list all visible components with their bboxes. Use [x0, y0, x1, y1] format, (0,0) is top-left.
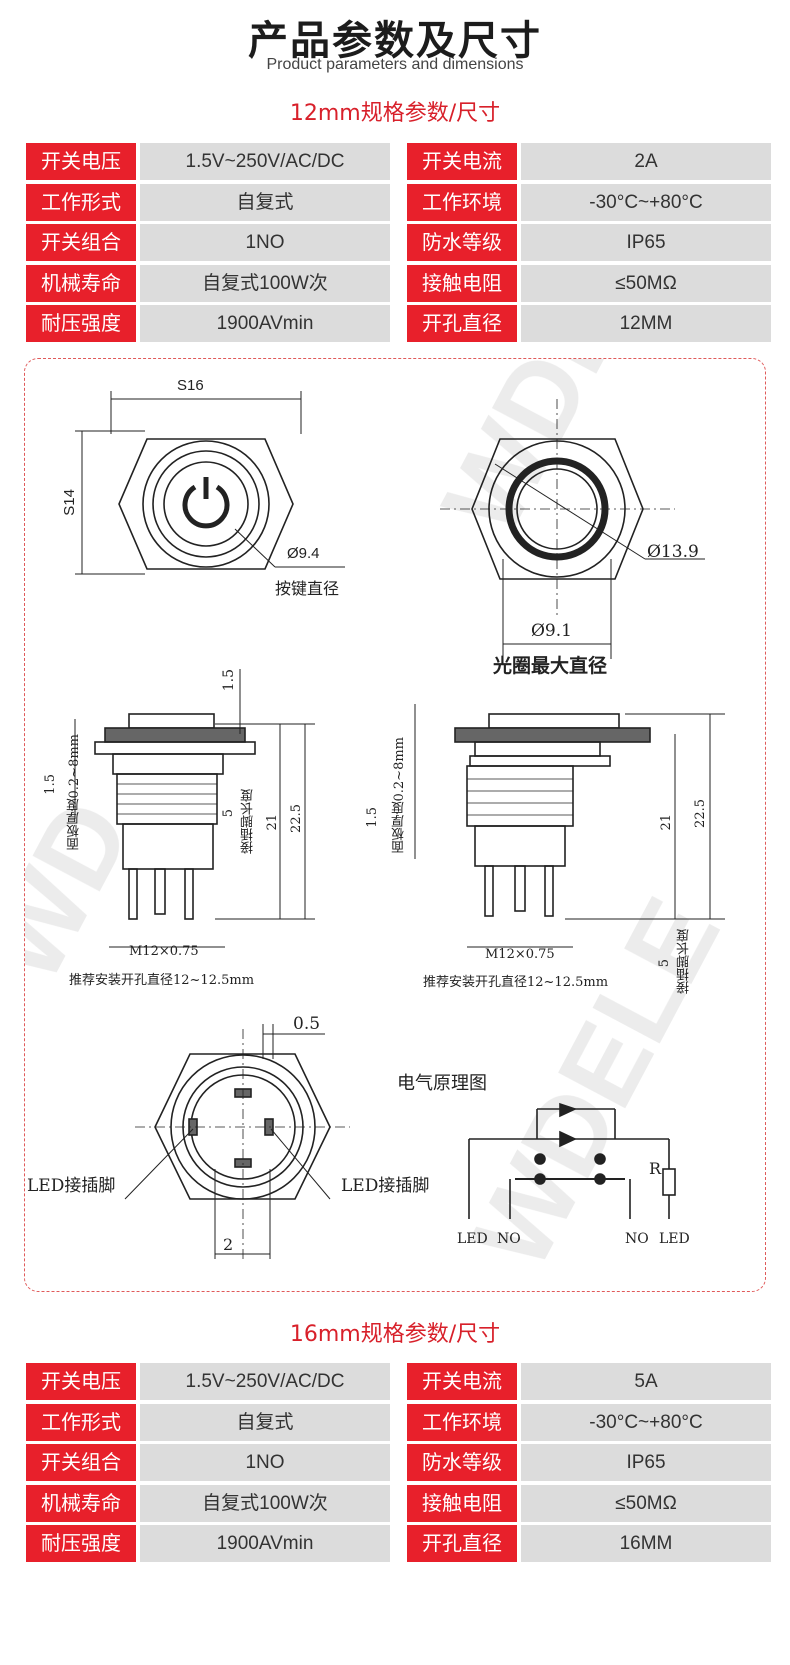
svg-text:WDE: WDE	[419, 359, 648, 553]
spec-value: 2A	[521, 143, 771, 180]
page-title: 产品参数及尺寸	[248, 18, 542, 64]
spec-value: -30°C~+80°C	[521, 1403, 771, 1441]
svg-text:WDELE: WDELE	[448, 879, 743, 1287]
label-hole-right: 推荐安装开孔直径12~12.5mm	[423, 975, 609, 990]
spec-row: 机械寿命自复式100W次接触电阻≤50MΩ	[26, 264, 771, 302]
dim-5-right: 5	[657, 959, 672, 968]
label-led-pin-left: LED接插脚	[27, 1176, 116, 1196]
spec-label: 开孔直径	[407, 305, 517, 342]
spec-value: 自复式100W次	[140, 1484, 390, 1522]
spec-label: 工作环境	[407, 183, 517, 221]
spec-value: 12MM	[521, 305, 771, 342]
spec-value: -30°C~+80°C	[521, 183, 771, 221]
dim-2: 2	[223, 1235, 234, 1254]
spec-label: 耐压强度	[26, 1525, 136, 1562]
spec-value: ≤50MΩ	[521, 1484, 771, 1522]
spec-value: 1900AVmin	[140, 1525, 390, 1562]
front-view-right	[440, 399, 705, 659]
spec-label: 防水等级	[407, 224, 517, 261]
dim-button-dia: Ø9.4	[287, 545, 320, 562]
spec-row: 机械寿命自复式100W次接触电阻≤50MΩ	[26, 1484, 771, 1522]
spec-label: 工作环境	[407, 1403, 517, 1441]
dimension-drawing: WD WDELE WDE	[24, 358, 766, 1292]
schematic-title: 电气原理图	[397, 1073, 487, 1094]
spec-label: 工作形式	[26, 1403, 136, 1441]
label-panel-left: 面板厚度0.2~8mm	[67, 734, 82, 851]
side-view-left	[74, 669, 315, 948]
spec-label: 开关组合	[26, 1444, 136, 1481]
spec-value: 1NO	[140, 1444, 390, 1481]
label-button-dia: 按键直径	[275, 579, 340, 598]
dim-thread-right: M12×0.75	[485, 947, 555, 962]
spec-label: 开关电压	[26, 143, 136, 180]
spec-row: 工作形式自复式工作环境-30°C~+80°C	[26, 183, 771, 221]
spec-value: IP65	[521, 224, 771, 261]
spec-label: 开关组合	[26, 224, 136, 261]
label-pin-len-right: 接插脚长度	[677, 929, 692, 994]
spec-label: 机械寿命	[26, 264, 136, 302]
label-led-pin-right: LED接插脚	[341, 1176, 430, 1196]
spec-label: 工作形式	[26, 183, 136, 221]
spec-value: IP65	[521, 1444, 771, 1481]
spec-label: 耐压强度	[26, 305, 136, 342]
dim-22-5-right: 22.5	[693, 799, 708, 828]
spec-label: 开关电流	[407, 143, 517, 180]
spec-value: 自复式	[140, 183, 390, 221]
schematic-led-left: LED	[457, 1231, 488, 1247]
front-view-left	[75, 391, 345, 575]
dim-s16: S16	[177, 377, 204, 394]
spec-label: 开关电流	[407, 1363, 517, 1400]
spec-label: 接触电阻	[407, 264, 517, 302]
back-view	[124, 1024, 350, 1259]
circuit-schematic	[468, 1102, 676, 1219]
spec-value: 5A	[521, 1363, 771, 1400]
label-ring-dia: 光圈最大直径	[493, 655, 608, 677]
drawing-svg: WD WDELE WDE	[25, 359, 743, 1288]
label-panel-right: 面板厚度0.2~8mm	[392, 737, 407, 854]
spec-label: 机械寿命	[26, 1484, 136, 1522]
dim-1-5-top-left: 1.5	[221, 669, 237, 692]
spec-label: 防水等级	[407, 1444, 517, 1481]
spec-value: 1.5V~250V/AC/DC	[140, 143, 390, 180]
schematic-led-right: LED	[659, 1231, 690, 1247]
schematic-no-left: NO	[497, 1231, 521, 1247]
spec-value: ≤50MΩ	[521, 264, 771, 302]
spec-value: 16MM	[521, 1525, 771, 1562]
spec-value: 自复式100W次	[140, 264, 390, 302]
spec-label: 接触电阻	[407, 1484, 517, 1522]
dim-inner-dia: Ø9.1	[531, 621, 572, 641]
spec-value: 自复式	[140, 1403, 390, 1441]
spec12-title: 12mm规格参数/尺寸	[289, 101, 501, 126]
dim-21-right: 21	[659, 814, 674, 831]
label-pin-len-left: 接插脚长度	[241, 789, 256, 854]
dim-0-5: 0.5	[293, 1014, 321, 1034]
schematic-r: R	[649, 1159, 662, 1178]
schematic-no-right: NO	[625, 1231, 649, 1247]
spec-value: 1900AVmin	[140, 305, 390, 342]
page-subtitle: Product parameters and dimensions	[266, 56, 524, 73]
spec-label: 开孔直径	[407, 1525, 517, 1562]
dim-1-5-right: 1.5	[365, 807, 380, 828]
spec-label: 开关电压	[26, 1363, 136, 1400]
spec-value: 1.5V~250V/AC/DC	[140, 1363, 390, 1400]
spec-value: 1NO	[140, 224, 390, 261]
dim-outer-dia: Ø13.9	[647, 542, 699, 562]
dim-22-5-left: 22.5	[289, 804, 304, 833]
spec-row: 工作形式自复式工作环境-30°C~+80°C	[26, 1403, 771, 1441]
side-view-right	[414, 704, 725, 948]
dim-1-5-left: 1.5	[43, 774, 58, 795]
label-hole-left: 推荐安装开孔直径12~12.5mm	[69, 973, 255, 988]
dim-21-left: 21	[265, 814, 280, 831]
dim-5-left: 5	[221, 809, 236, 818]
dim-thread-left: M12×0.75	[129, 944, 199, 959]
dim-s14: S14	[61, 489, 78, 516]
spec16-title: 16mm规格参数/尺寸	[289, 1322, 501, 1347]
